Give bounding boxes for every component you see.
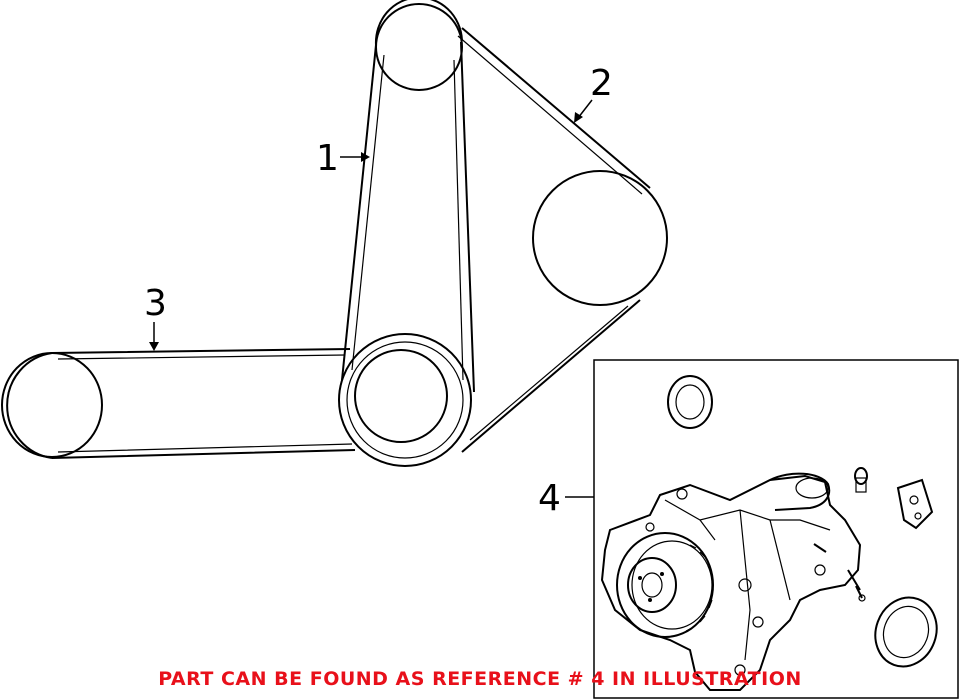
- pulley-left: [1, 352, 103, 458]
- callout-1-label: 1: [316, 138, 339, 179]
- arrow-icon-head-1: [361, 152, 370, 162]
- callout-3-label: 3: [144, 283, 167, 324]
- arrow-icon-head-2: [574, 112, 583, 123]
- bracket-icon: [896, 478, 934, 530]
- callout-2: 2: [574, 63, 613, 123]
- belt-2: [457, 27, 651, 453]
- callout-2-label: 2: [590, 63, 613, 104]
- arrow-icon: [577, 99, 593, 119]
- gear-pulley-icon: [616, 532, 714, 638]
- arrow-icon-head-3: [149, 342, 159, 351]
- pulley-crankshaft: [338, 333, 472, 467]
- gasket-icon: [667, 375, 713, 429]
- belt-3: [1, 348, 356, 459]
- water-pump-icon: [600, 472, 866, 691]
- belt-1: [341, 41, 475, 393]
- callout-1: 1: [316, 138, 370, 179]
- pulley-top: [375, 3, 463, 91]
- callout-3: 3: [144, 283, 167, 351]
- water-pump-detail: 4: [538, 359, 959, 699]
- plug-icon: [854, 467, 868, 493]
- callout-4-label: 4: [538, 478, 561, 519]
- pulley-right: [532, 170, 668, 306]
- reference-notice: PART CAN BE FOUND AS REFERENCE # 4 IN IL…: [158, 668, 802, 690]
- detail-box: [593, 359, 959, 699]
- gasket-icon-large: [874, 596, 938, 668]
